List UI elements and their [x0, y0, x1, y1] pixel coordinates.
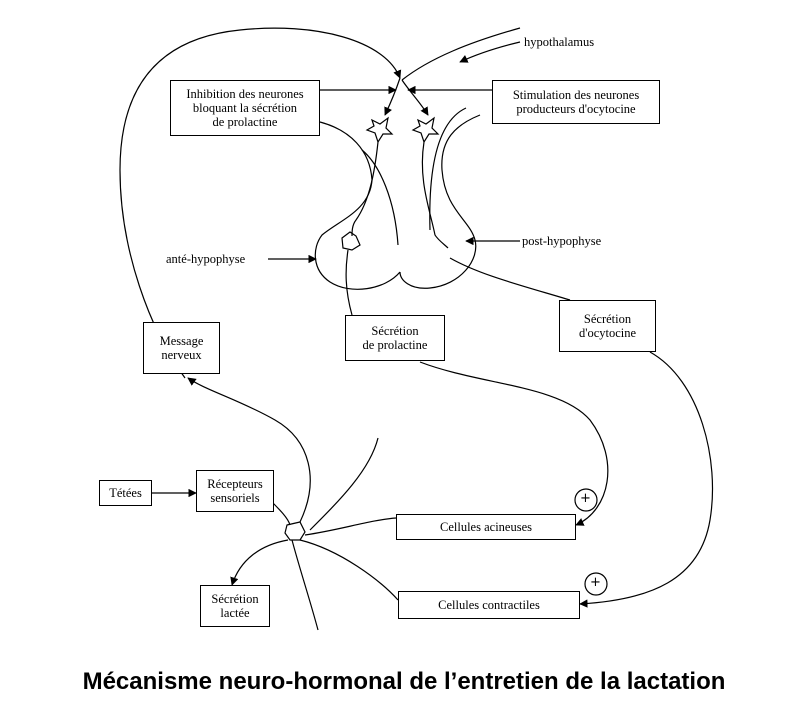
nerve-up-right [309, 437, 379, 531]
nerve-down-right [291, 539, 319, 631]
diagram-title: Mécanisme neuro-hormonal de l’entretien … [82, 668, 726, 695]
post-hypophyse-label: post-hypophyse [522, 234, 602, 248]
hypophysis-right-outline [399, 114, 481, 289]
prolactine-to-acineuses [419, 361, 609, 526]
node-to-secretion-lactee [230, 539, 289, 586]
hypophysis-left-outline [314, 121, 401, 290]
secretion-ocytocine-box: Sécrétion d'ocytocine [559, 300, 656, 352]
left-neuron-axon [351, 141, 379, 237]
node-to-acineuses [304, 517, 397, 536]
inhibition-box: Inhibition des neurones bloquant la sécr… [170, 80, 320, 136]
plus-sign-contractiles: + [590, 575, 601, 590]
cellules-acineuses-box: Cellules acineuses [396, 514, 576, 540]
left-neuron-body [365, 116, 394, 144]
stalk-left [361, 149, 399, 246]
right-neuron-body [411, 116, 440, 144]
hypothalamus-fiber-right [401, 27, 521, 81]
cellules-contractiles-box: Cellules contractiles [398, 591, 580, 619]
ante-hypophyse-label: anté-hypophyse [166, 252, 246, 266]
secretion-lactee-box: Sécrétion lactée [200, 585, 270, 627]
nerve-loop [119, 27, 402, 379]
node-to-contractiles [299, 539, 399, 601]
post-to-ocytocine [449, 257, 571, 301]
plus-circle-acineuses [574, 488, 598, 512]
ocytocine-to-contractiles [579, 351, 714, 608]
hypothalamus-label: hypothalamus [524, 35, 595, 49]
fiber-to-left-neuron [384, 77, 401, 116]
tetees-box: Tétées [99, 480, 152, 506]
stalk-right [429, 107, 467, 231]
stimulation-box: Stimulation des neurones producteurs d'o… [492, 80, 660, 124]
node-to-message [187, 377, 311, 523]
message-nerveux-box: Message nerveux [143, 322, 220, 374]
right-neuron-axon [421, 141, 449, 249]
receptor-node [284, 521, 306, 541]
hypothalamus-pointer [459, 41, 521, 63]
plus-circle-contractiles [584, 572, 608, 596]
ante-cell-body [341, 231, 361, 251]
fiber-to-right-neuron [401, 79, 429, 116]
plus-sign-acineuses: + [580, 491, 591, 506]
ante-cell-axon [345, 249, 353, 316]
recepteurs-sensoriels-box: Récepteurs sensoriels [196, 470, 274, 512]
secretion-prolactine-box: Sécrétion de prolactine [345, 315, 445, 361]
